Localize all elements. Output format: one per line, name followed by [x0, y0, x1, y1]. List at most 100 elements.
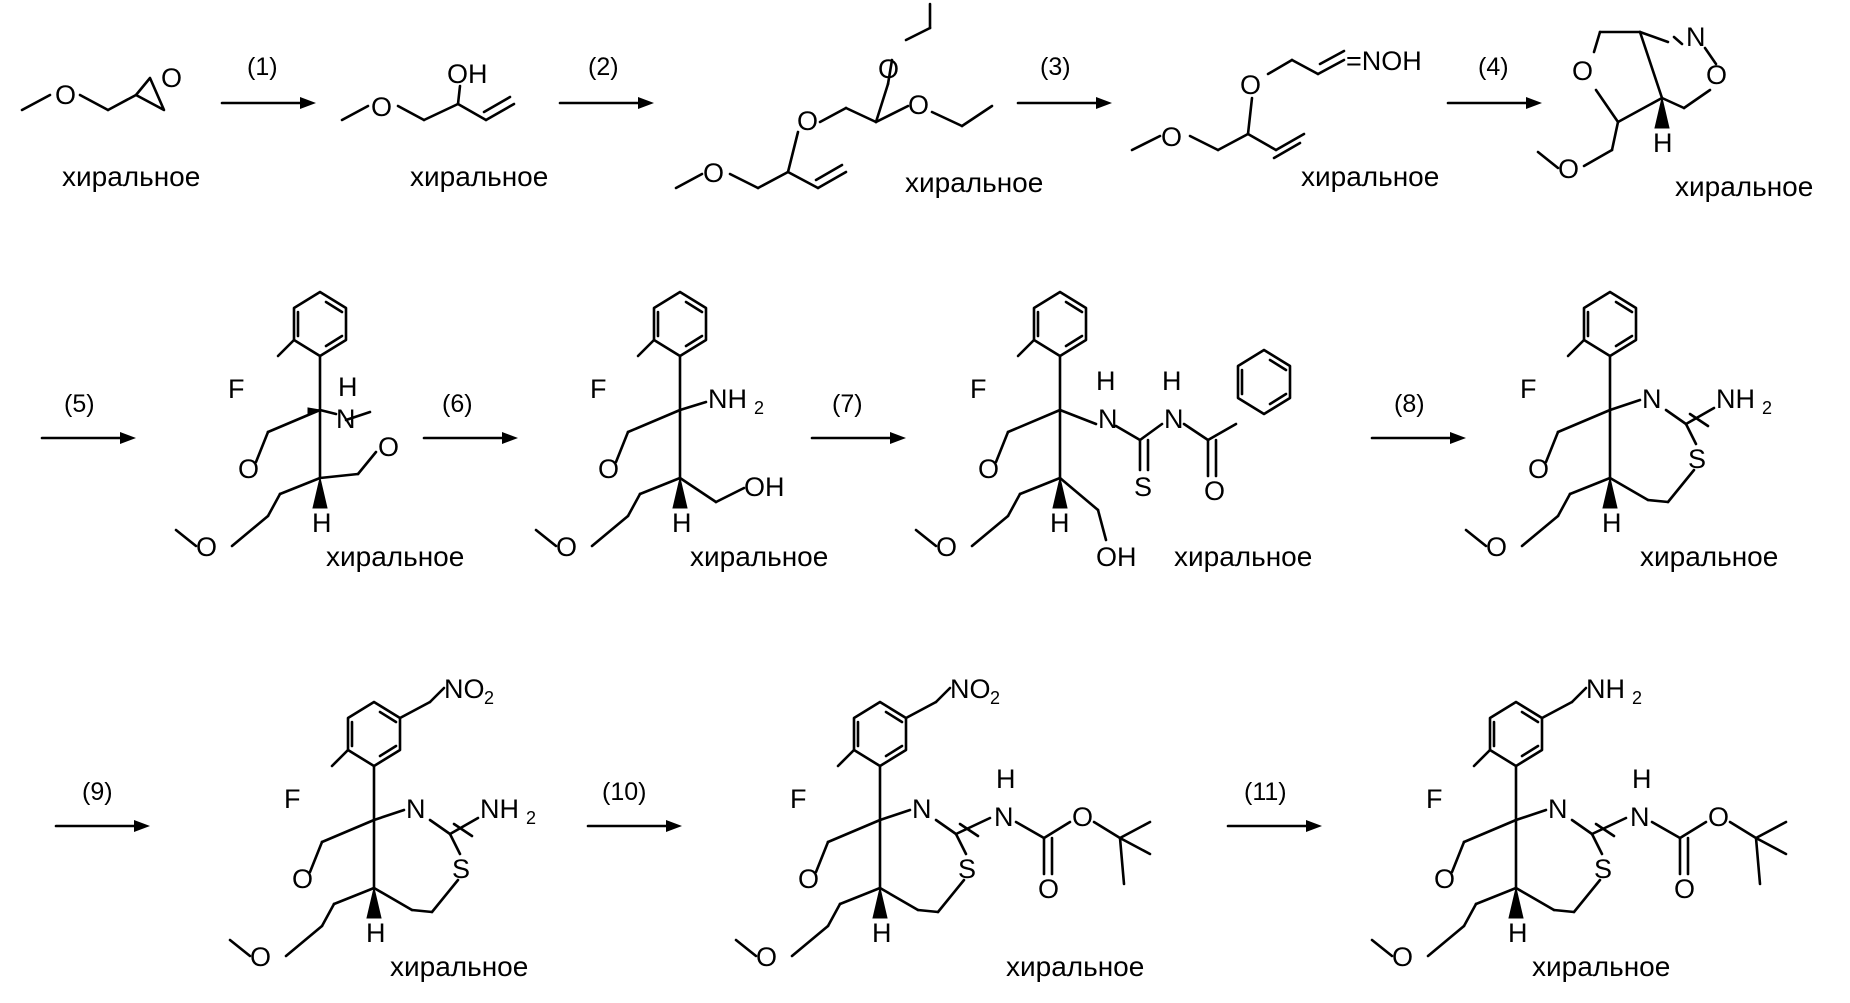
atom-oh: OH	[447, 59, 488, 89]
atom-o: O	[371, 92, 392, 122]
atom-h: H	[1096, 366, 1116, 396]
atom-h: H	[996, 764, 1016, 794]
atom-h: H	[366, 918, 386, 948]
chiral-label: хиральное	[905, 167, 1043, 198]
atom-h: H	[1653, 128, 1673, 158]
atom-o: O	[1558, 154, 1579, 184]
atom-h: H	[672, 508, 692, 538]
chiral-label: хиральное	[690, 541, 828, 572]
atom-f: F	[1426, 784, 1443, 814]
atom-o: O	[1038, 874, 1059, 904]
atom-n: N	[1098, 404, 1118, 434]
atom-noh: =NOH	[1346, 46, 1422, 76]
atom-n: N	[336, 404, 356, 434]
atom-f: F	[790, 784, 807, 814]
step-label: (2)	[588, 53, 619, 81]
chiral-label: хиральное	[1006, 951, 1144, 982]
atom-f: F	[590, 374, 607, 404]
atom-n: N	[912, 794, 932, 824]
chiral-label: хиральное	[1174, 541, 1312, 572]
atom-o: O	[1204, 476, 1225, 506]
atom-n: N	[994, 802, 1014, 832]
atom-o: O	[1392, 942, 1413, 972]
atom-s: S	[958, 854, 976, 884]
atom-n: N	[1548, 794, 1568, 824]
atom-n: N	[1164, 404, 1184, 434]
atom-nh2: NH	[708, 384, 747, 414]
atom-f: F	[970, 374, 987, 404]
compound-5: O N O H O хиральное	[1536, 22, 1813, 202]
subscript-2: 2	[754, 398, 764, 418]
atom-s: S	[1688, 444, 1706, 474]
reaction-arrow-7: (7)	[810, 390, 906, 444]
atom-o: O	[1706, 60, 1727, 90]
atom-no2: NO	[950, 674, 991, 704]
step-label: (10)	[602, 778, 646, 806]
subscript-2: 2	[1632, 688, 1642, 708]
atom-o: O	[1161, 122, 1182, 152]
compound-2: O OH хиральное	[340, 59, 548, 192]
atom-nh2: NH	[1586, 674, 1625, 704]
reaction-arrow-11: (11)	[1226, 778, 1322, 832]
atom-o: O	[250, 942, 271, 972]
atom-f: F	[228, 374, 245, 404]
atom-o: O	[161, 63, 182, 93]
reaction-arrow-10: (10)	[586, 778, 682, 832]
atom-o: O	[1708, 802, 1729, 832]
atom-o: O	[196, 532, 217, 562]
compound-8: F H N H N S O O H OH O хиральное	[914, 290, 1312, 572]
reaction-arrow-4: (4)	[1446, 53, 1542, 109]
reaction-arrow-8: (8)	[1370, 390, 1466, 444]
atom-nh2: NH	[480, 794, 519, 824]
atom-o: O	[1434, 864, 1455, 894]
atom-h: H	[338, 372, 358, 402]
atom-h: H	[1602, 508, 1622, 538]
atom-h: H	[1508, 918, 1528, 948]
atom-s: S	[1134, 472, 1152, 502]
compound-11: NO 2 F N H N O O S O H O хиральное	[734, 674, 1152, 982]
atom-o: O	[798, 864, 819, 894]
chiral-label: хиральное	[1301, 161, 1439, 192]
atom-o: O	[1572, 56, 1593, 86]
atom-o: O	[238, 454, 259, 484]
atom-o: O	[797, 106, 818, 136]
atom-h: H	[1162, 366, 1182, 396]
atom-o: O	[1486, 532, 1507, 562]
reaction-arrow-2: (2)	[558, 53, 654, 109]
atom-n: N	[1642, 384, 1662, 414]
atom-n: N	[406, 794, 426, 824]
chiral-label: хиральное	[326, 541, 464, 572]
chiral-label: хиральное	[1675, 171, 1813, 202]
atom-h: H	[312, 508, 332, 538]
atom-o: O	[703, 158, 724, 188]
compound-10: NO 2 F N NH 2 S O H O хиральное	[228, 674, 536, 982]
compound-4: O O =NOH хиральное	[1130, 46, 1439, 192]
atom-o: O	[936, 532, 957, 562]
step-label: (6)	[442, 390, 473, 418]
atom-nh2: NH	[1716, 384, 1755, 414]
step-label: (1)	[247, 53, 278, 81]
atom-oh: OH	[744, 472, 785, 502]
atom-o: O	[908, 90, 929, 120]
atom-o: O	[1674, 874, 1695, 904]
atom-h: H	[1050, 508, 1070, 538]
chiral-label: хиральное	[390, 951, 528, 982]
atom-s: S	[1594, 854, 1612, 884]
atom-o: O	[556, 532, 577, 562]
atom-s: S	[452, 854, 470, 884]
chiral-label: хиральное	[1640, 541, 1778, 572]
atom-o: O	[1072, 802, 1093, 832]
atom-o: O	[1528, 454, 1549, 484]
atom-f: F	[284, 784, 301, 814]
reaction-arrow-6: (6)	[422, 390, 518, 444]
atom-f: F	[1520, 374, 1537, 404]
compound-3: O O O O хиральное	[674, 2, 1043, 198]
reaction-arrow-3: (3)	[1016, 53, 1112, 109]
chiral-label: хиральное	[1532, 951, 1670, 982]
subscript-2: 2	[1762, 398, 1772, 418]
step-label: (7)	[832, 390, 863, 418]
atom-o: O	[878, 54, 899, 84]
reaction-arrow-9: (9)	[54, 778, 150, 832]
step-label: (8)	[1394, 390, 1425, 418]
